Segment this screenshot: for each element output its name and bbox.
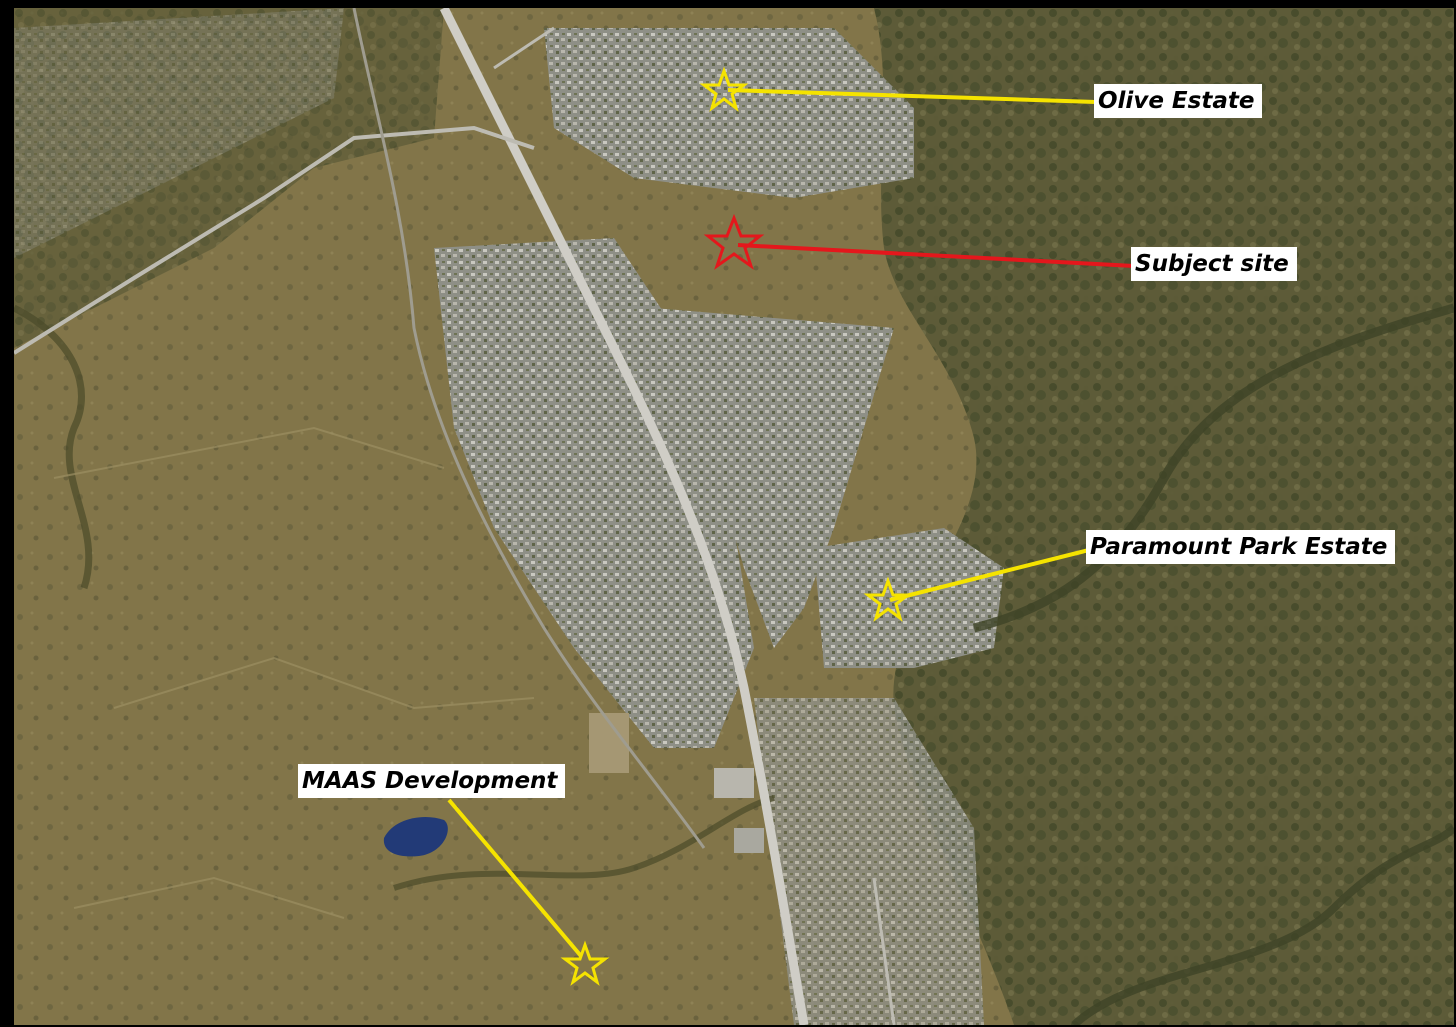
- dam-water: [383, 817, 448, 857]
- star-marker-subject-site: [703, 213, 765, 270]
- label-olive-estate: Olive Estate: [1094, 84, 1263, 118]
- label-subject-site: Subject site: [1131, 247, 1297, 281]
- suburb-east: [654, 308, 894, 648]
- creek-south: [393, 795, 775, 891]
- suburb-paramount-park: [814, 528, 1004, 668]
- industrial-lot: [734, 828, 764, 853]
- highway: [439, 8, 809, 1025]
- road-north: [493, 26, 555, 70]
- paddock-track: [53, 426, 445, 479]
- leader-line-maas: [447, 798, 583, 958]
- label-maas-development: MAAS Development: [298, 764, 566, 798]
- suburb-central: [434, 238, 754, 748]
- label-paramount-park-estate: Paramount Park Estate: [1086, 530, 1396, 564]
- road-rail: [352, 8, 706, 849]
- paddock-track: [113, 656, 535, 710]
- road-northwest: [14, 125, 535, 355]
- leader-line-subject-site: [737, 243, 1135, 268]
- aerial-map: [14, 8, 1454, 1025]
- town-south: [754, 698, 984, 1025]
- leader-line-olive-estate: [727, 88, 1097, 104]
- star-marker-maas: [560, 940, 610, 986]
- paddock-track: [73, 876, 345, 919]
- creek-southeast: [1071, 825, 1454, 1025]
- creek-west: [14, 304, 93, 590]
- star-marker-paramount-park: [863, 576, 913, 622]
- leader-line-paramount-park: [889, 548, 1090, 602]
- creek-east: [972, 303, 1454, 633]
- suburb-olive-estate: [544, 28, 914, 198]
- vegetation-east: [874, 8, 1454, 1025]
- star-marker-olive-estate: [699, 66, 749, 112]
- road-south: [872, 877, 896, 1025]
- rural-lots-northwest: [14, 8, 344, 258]
- industrial-lot: [714, 768, 754, 798]
